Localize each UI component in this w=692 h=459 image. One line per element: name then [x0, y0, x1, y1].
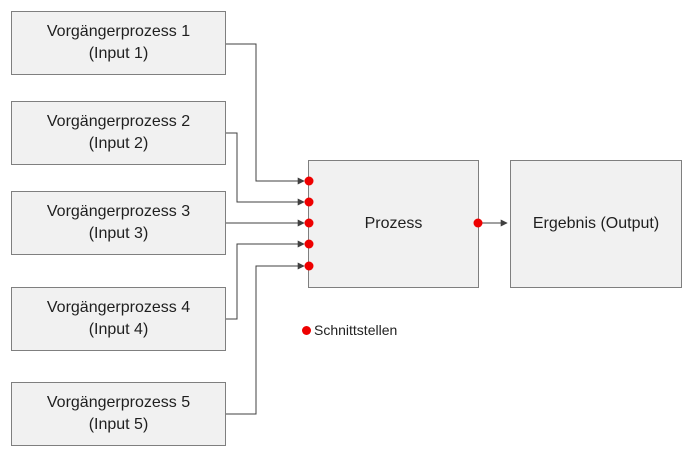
legend-label: Schnittstellen	[314, 322, 398, 338]
predecessor-subtitle: (Input 2)	[88, 135, 149, 152]
interface-dot-icon	[302, 325, 311, 335]
interface-dot-input-3	[304, 218, 314, 228]
interface-dot-input-2	[304, 197, 314, 207]
predecessor-subtitle: (Input 5)	[88, 416, 149, 433]
connector-input-5	[226, 262, 305, 415]
interface-dot-input-1	[304, 176, 314, 186]
connector-input-4	[226, 240, 305, 320]
predecessor-subtitle: (Input 3)	[88, 225, 149, 242]
predecessor-box-2: Vorgängerprozess 2 (Input 2)	[11, 101, 226, 165]
process-label: Prozess	[364, 215, 423, 232]
predecessor-subtitle: (Input 4)	[88, 321, 149, 338]
predecessor-title: Vorgängerprozess 1	[46, 23, 191, 40]
predecessor-title: Vorgängerprozess 4	[46, 299, 191, 316]
result-label: Ergebnis (Output)	[532, 215, 660, 232]
predecessor-title: Vorgängerprozess 5	[46, 394, 191, 411]
result-box: Ergebnis (Output)	[510, 160, 682, 288]
connector-input-1	[226, 43, 305, 185]
predecessor-box-3: Vorgängerprozess 3 (Input 3)	[11, 191, 226, 255]
legend: Schnittstellen	[302, 320, 397, 340]
predecessor-title: Vorgängerprozess 2	[46, 113, 191, 130]
predecessor-box-1: Vorgängerprozess 1 (Input 1)	[11, 11, 226, 75]
connector-input-2	[226, 132, 305, 206]
predecessor-box-4: Vorgängerprozess 4 (Input 4)	[11, 287, 226, 351]
predecessor-box-5: Vorgängerprozess 5 (Input 5)	[11, 382, 226, 446]
interface-dot-input-5	[304, 261, 314, 271]
interface-dot-output	[473, 218, 483, 228]
interface-dot-input-4	[304, 239, 314, 249]
predecessor-title: Vorgängerprozess 3	[46, 203, 191, 220]
predecessor-subtitle: (Input 1)	[88, 45, 149, 62]
process-box: Prozess	[308, 160, 479, 288]
